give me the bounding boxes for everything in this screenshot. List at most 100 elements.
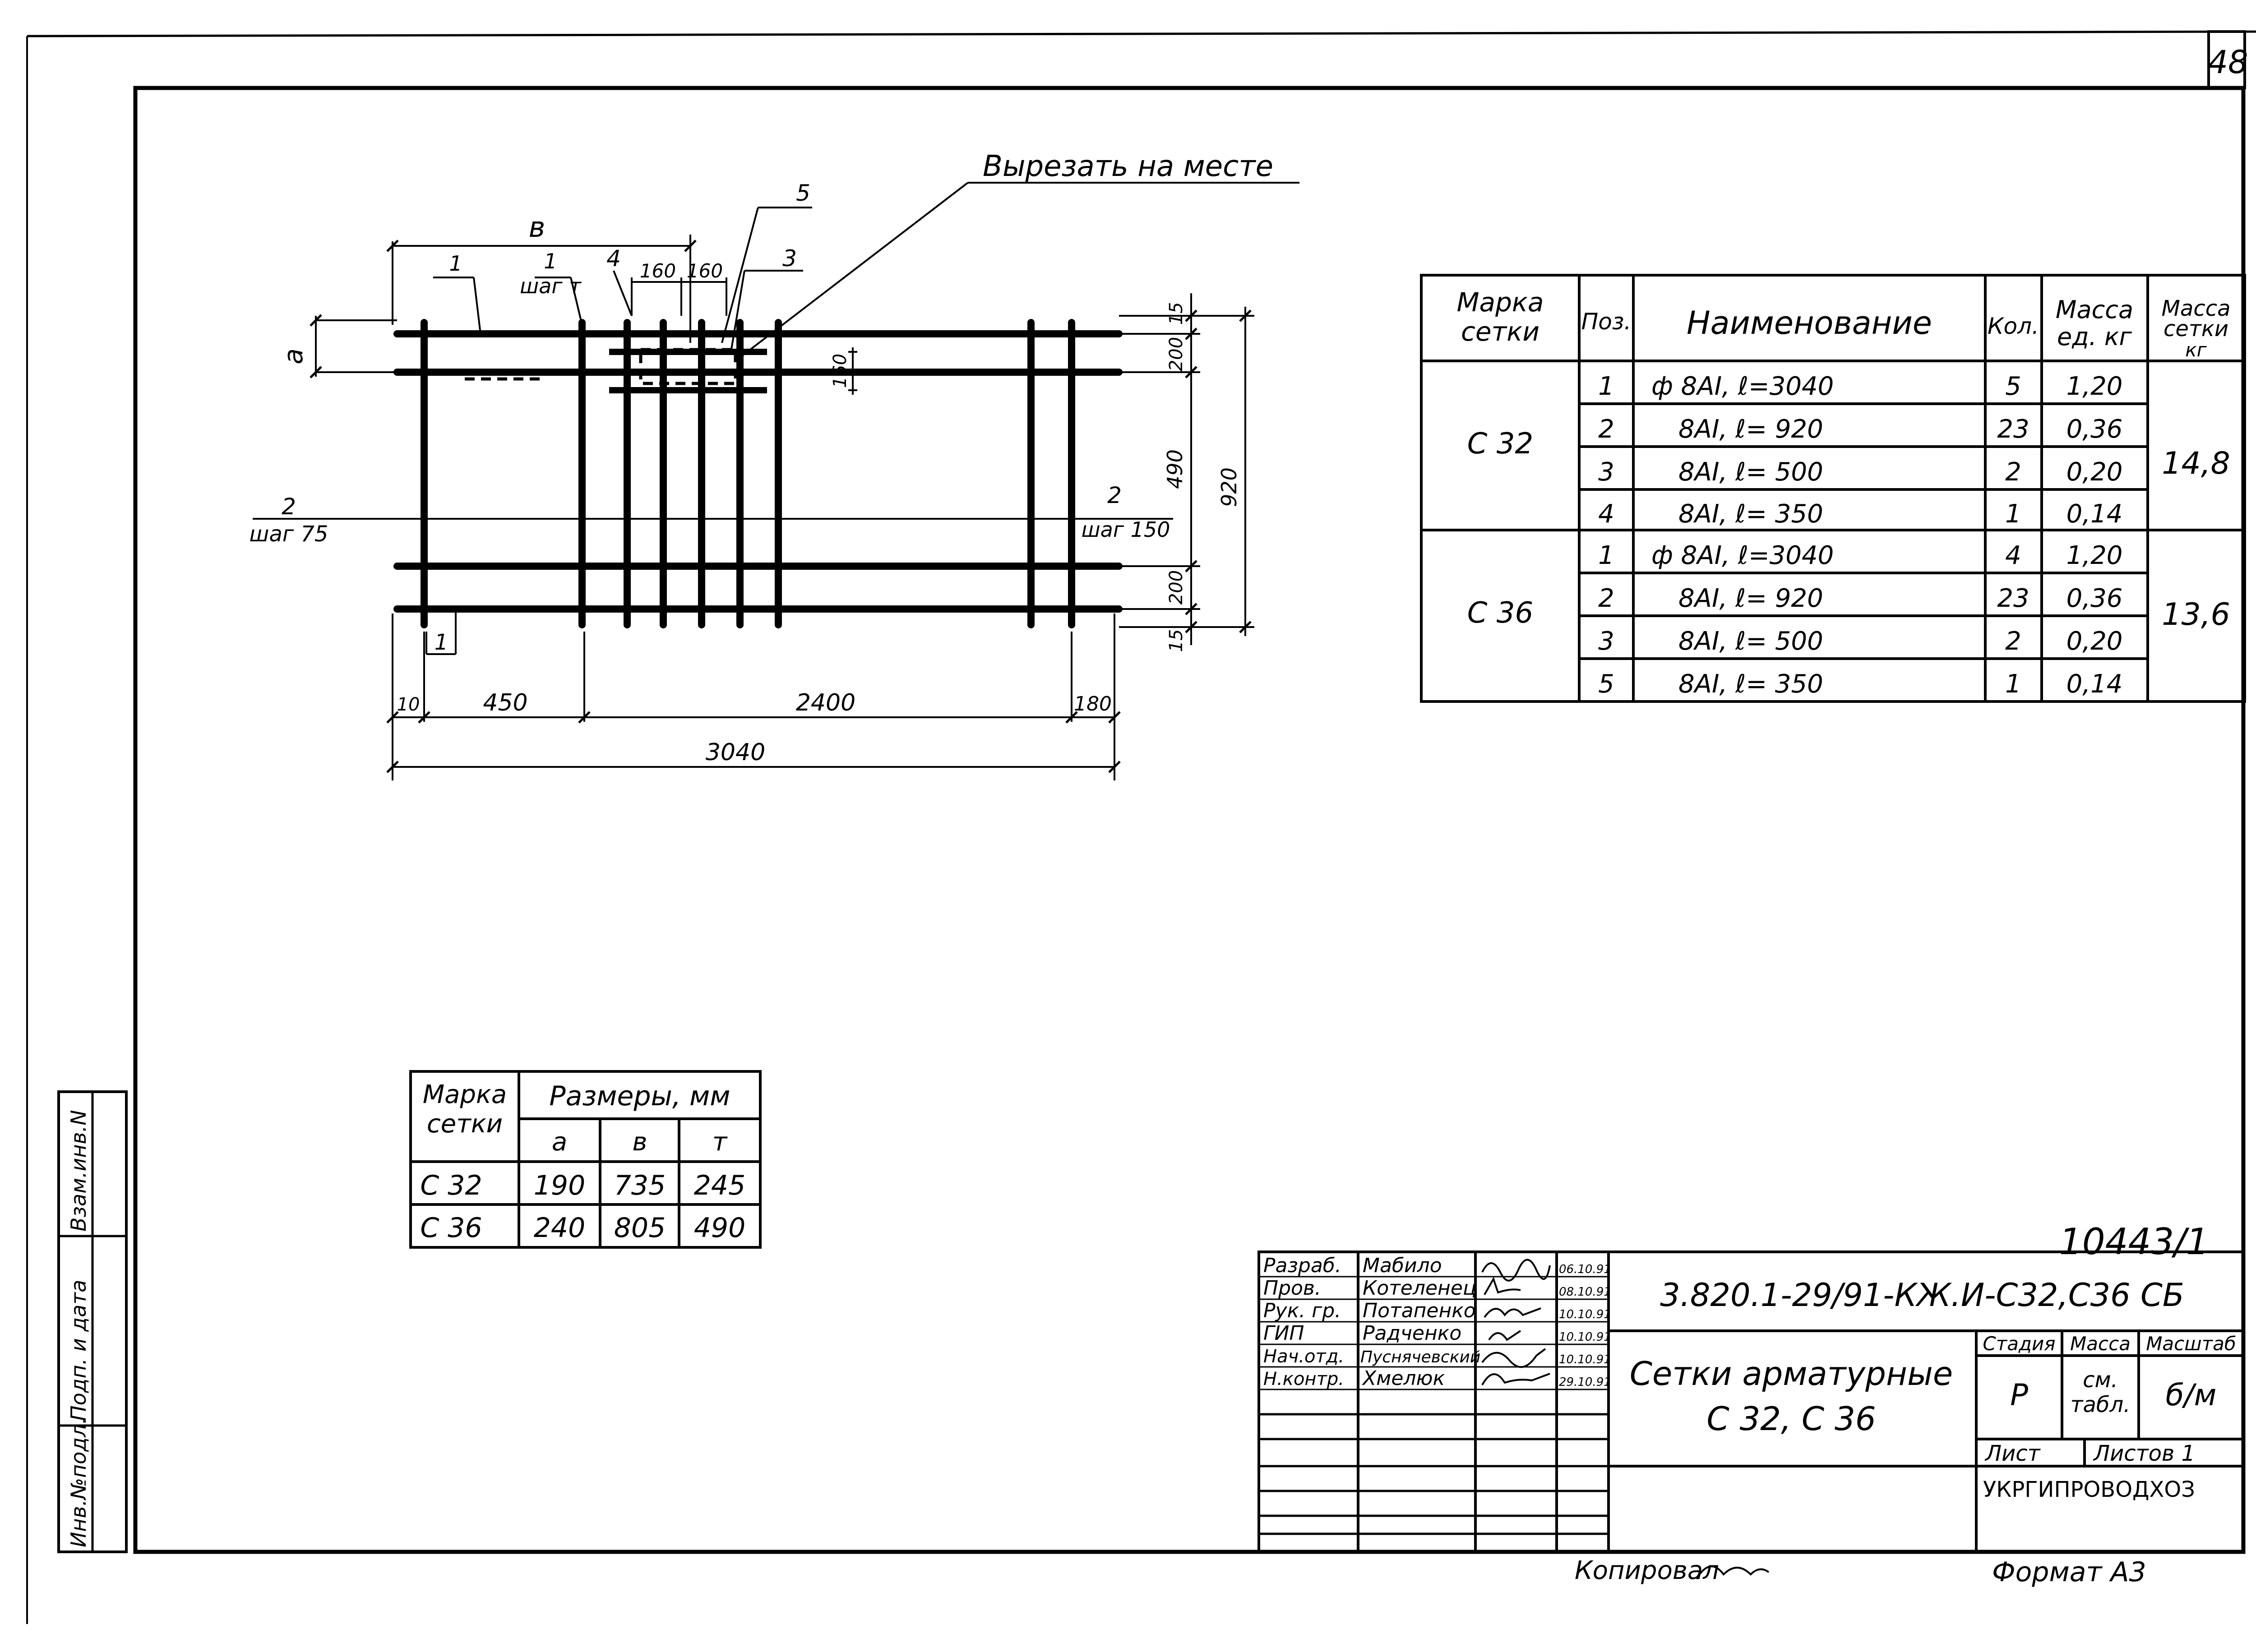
sheet-label: Лист [1984, 1441, 2041, 1466]
spec-head-name: Наименование [1687, 305, 1932, 341]
size-row-value: 490 [694, 1212, 746, 1244]
leader-pos5 [721, 207, 759, 343]
dim-ticks [310, 240, 1252, 773]
spec-head-qty: Кол. [1988, 313, 2039, 339]
sig-role: Рук. гр. [1263, 1299, 1341, 1322]
frame [26, 30, 2256, 1624]
signature-mark [1481, 1259, 1551, 1282]
label-dim-a: а [278, 348, 309, 365]
spec-head-unit-1: Масса [2056, 295, 2133, 324]
copied-signature [1696, 1565, 1770, 1580]
leader-pos3 [730, 270, 745, 352]
spec-row-pos: 2 [1598, 415, 1614, 444]
sig-name: Мабило [1363, 1254, 1442, 1277]
spec-row-unit: 0,36 [2066, 584, 2123, 613]
spec-table: Марка сетки Поз. Наименование Кол. Масса… [1420, 274, 2246, 703]
tick [1185, 366, 1197, 378]
sig-name: Пуснячевский [1360, 1348, 1480, 1366]
spec-row-pos: 1 [1598, 372, 1614, 401]
tick [386, 711, 399, 724]
spec-row-qty: 1 [2005, 669, 2021, 699]
sig-date: 06.10.91 [1559, 1263, 1611, 1276]
document-code: 3.820.1-29/91-КЖ.И-С32,С36 СБ [1660, 1277, 2184, 1314]
sig-date: 08.10.91 [1559, 1285, 1611, 1299]
label-pitch150: шаг 150 [1082, 517, 1170, 542]
spec-mark-c36: С 36 [1467, 596, 1533, 630]
label-pos4: 4 [606, 245, 621, 272]
spec-mass-c32: 14,8 [2162, 446, 2230, 481]
sig-name: Котеленец [1363, 1277, 1476, 1300]
size-row-value: 805 [614, 1212, 666, 1244]
spec-row-pos: 4 [1598, 499, 1614, 529]
archive-number: 10443/1 [2059, 1221, 2209, 1263]
spec-row-name: 8АI, ℓ= 920 [1678, 584, 1823, 613]
main-frame [133, 86, 2246, 1554]
size-row-value: 240 [534, 1212, 586, 1244]
spec-mark-c32: С 32 [1467, 427, 1533, 461]
size-row-mark: С 36 [420, 1212, 482, 1244]
spec-table-grid [1420, 274, 2246, 703]
dim-3040: 3040 [706, 739, 765, 766]
label-160a: 160 [640, 260, 676, 282]
dim-10: 10 [397, 694, 420, 715]
tick [310, 314, 322, 327]
side-stamp-inv: Инв.№подл. [66, 1417, 91, 1547]
spec-head-mark-2: сетки [1461, 316, 1539, 347]
title-block: Разраб. Мабило 06.10.91 Пров. Котеленец … [1257, 1251, 2245, 1553]
dim-15a: 15 [1166, 302, 1187, 325]
spec-row-name: ф 8АI, ℓ=3040 [1651, 541, 1834, 570]
tick [386, 240, 399, 252]
tick [684, 240, 697, 252]
cut-note: Вырезать на месте [983, 150, 1273, 183]
size-col-a: а [552, 1127, 567, 1157]
size-table-border [409, 1070, 762, 1249]
dim-920: 920 [1217, 467, 1241, 507]
spec-row-name: 8АI, ℓ= 500 [1678, 457, 1823, 487]
sig-date: 29.10.91 [1559, 1375, 1611, 1389]
opening-outline [465, 348, 737, 385]
cut-note-leader [735, 182, 969, 362]
leader-pos4 [613, 270, 633, 316]
dim-180: 180 [1074, 692, 1112, 715]
spec-head-unit-2: ед. кг [2057, 323, 2132, 351]
title-block-grid [1257, 1251, 2245, 1553]
spec-row-unit: 0,14 [2066, 499, 2123, 529]
spec-head-pos: Поз. [1581, 309, 1632, 335]
signature-scribbles [1481, 1259, 1551, 1385]
size-table-grid [409, 1070, 762, 1249]
spec-row-qty: 2 [2005, 457, 2021, 487]
signature-mark [1481, 1373, 1550, 1385]
stage-label: Стадия [1983, 1333, 2055, 1355]
sig-name: Потапенко [1363, 1299, 1476, 1322]
spec-row-name: 8АI, ℓ= 350 [1678, 499, 1823, 529]
spec-row-qty: 1 [2005, 499, 2021, 529]
spec-row-qty: 4 [2005, 541, 2021, 570]
scale-value: б/м [2166, 1378, 2217, 1412]
cross-bars [421, 319, 1075, 628]
label-dim-b: в [529, 211, 546, 244]
spec-row-unit: 0,36 [2066, 415, 2123, 444]
dim-200b: 200 [1166, 570, 1187, 605]
sig-role: Н.контр. [1263, 1369, 1344, 1389]
spec-row-unit: 1,20 [2066, 372, 2123, 401]
size-head-mark-2: сетки [427, 1109, 503, 1139]
label-pos1-bottom: 1 [435, 630, 448, 655]
side-stamp-sign: Подп. и дата [66, 1280, 91, 1421]
signature-mark [1481, 1348, 1546, 1368]
spec-head-mass-3: кг [2185, 339, 2207, 361]
dim-200a: 200 [1166, 337, 1187, 371]
size-row-value: 245 [694, 1170, 746, 1201]
longitudinal-bars [393, 330, 1123, 613]
title-block-border [1257, 1251, 2245, 1553]
label-pos2-left: 2 [282, 494, 296, 520]
sig-date: 10.10.91 [1559, 1353, 1611, 1366]
size-row-mark: С 32 [420, 1170, 482, 1201]
dim-490: 490 [1163, 449, 1187, 489]
signature-mark [1488, 1330, 1521, 1341]
copied-label: Копировал [1575, 1556, 1719, 1585]
spec-mass-c36: 13,6 [2162, 597, 2230, 632]
tick [1185, 328, 1197, 340]
spec-row-pos: 2 [1598, 584, 1614, 613]
outer-top-edge [27, 30, 2256, 37]
drawing-title-2: С 32, С 36 [1706, 1400, 1876, 1438]
